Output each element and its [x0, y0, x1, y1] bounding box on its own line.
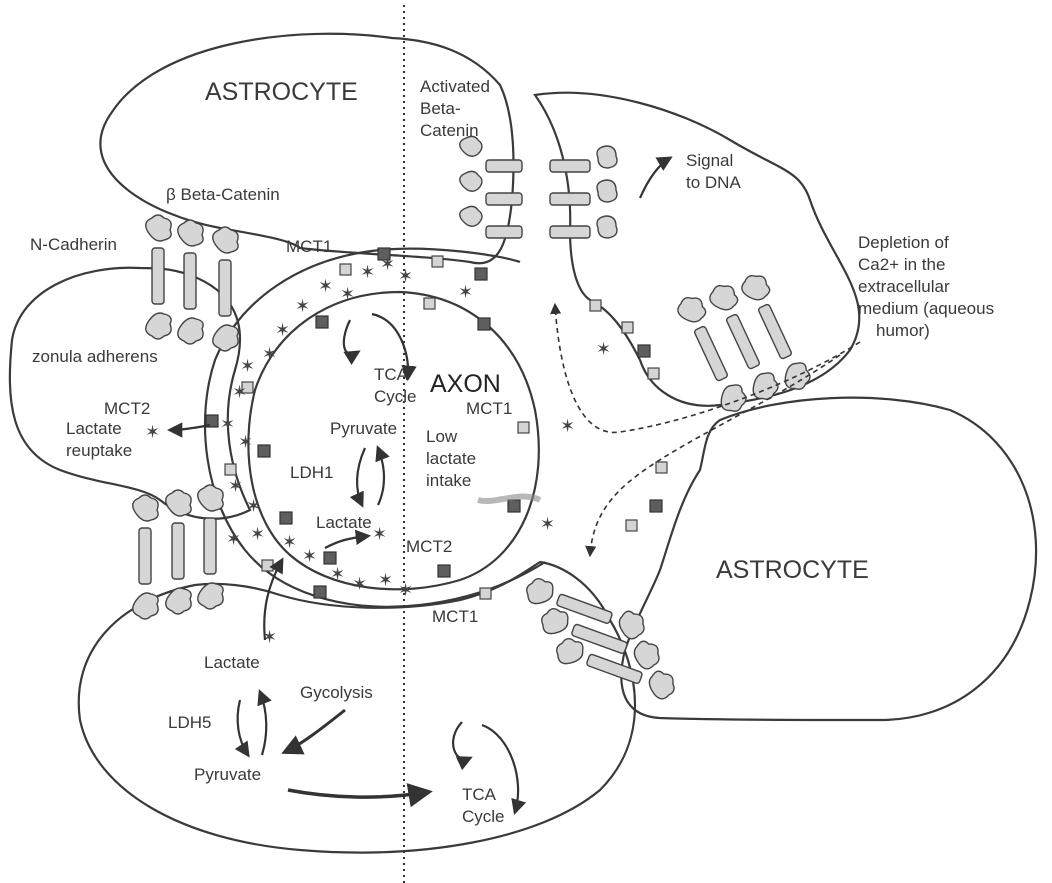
ldh1-label: LDH1	[290, 463, 333, 482]
zonula-adherens-label: zonula adherens	[32, 347, 158, 366]
svg-text:✶: ✶	[540, 514, 555, 535]
pyruvate-astro-label: Pyruvate	[194, 765, 261, 784]
svg-text:✶: ✶	[250, 524, 265, 545]
astrocyte-left-outline	[10, 268, 250, 519]
lactate-astro-label: Lactate	[204, 653, 260, 672]
svg-text:✶: ✶	[295, 296, 310, 317]
depletion-label-2: Ca2+ in the	[858, 255, 945, 274]
cadherin-complex-lower-right	[523, 576, 678, 702]
svg-text:✶: ✶	[220, 414, 235, 435]
svg-text:✶: ✶	[262, 344, 277, 365]
depletion-label-3: extracellular	[858, 277, 950, 296]
svg-text:✶: ✶	[380, 254, 395, 275]
svg-text:✶: ✶	[282, 532, 297, 553]
calcium-depletion-arrow-up	[555, 305, 860, 432]
mct1-right-label: MCT1	[466, 399, 512, 418]
signal-to-dna-arrow	[640, 158, 670, 198]
svg-text:✶: ✶	[238, 432, 253, 453]
mct2-bottom-label: MCT2	[406, 537, 452, 556]
low-lactate-label-3: intake	[426, 471, 471, 490]
low-lactate-label-2: lactate	[426, 449, 476, 468]
svg-text:✶: ✶	[398, 580, 413, 601]
mct2-left-label: MCT2	[104, 399, 150, 418]
glycolysis-label: Gycolysis	[300, 683, 373, 702]
svg-text:✶: ✶	[340, 284, 355, 305]
activated-label-3: Catenin	[420, 121, 479, 140]
mct1-top-label: MCT1	[286, 237, 332, 256]
lactate-to-pyruvate-arrow	[378, 448, 384, 505]
tca-cycle-axon-arrow	[344, 320, 358, 354]
svg-text:✶: ✶	[360, 262, 375, 283]
svg-text:✶: ✶	[302, 546, 317, 567]
activated-cadherin-complex-top	[460, 136, 617, 238]
svg-text:✶: ✶	[378, 570, 393, 591]
tca-axon-label-1: TCA	[374, 365, 409, 384]
svg-text:✶: ✶	[228, 476, 243, 497]
svg-text:✶: ✶	[458, 282, 473, 303]
svg-text:✶: ✶	[145, 422, 160, 443]
low-lactate-label-1: Low	[426, 427, 458, 446]
astrocyte-top-label: ASTROCYTE	[205, 78, 358, 106]
svg-text:✶: ✶	[232, 382, 247, 403]
svg-text:✶: ✶	[226, 529, 241, 550]
cadherin-complex-lower-left	[133, 485, 223, 619]
tca-astro-label-2: Cycle	[462, 807, 505, 826]
svg-text:✶: ✶	[275, 320, 290, 341]
svg-text:✶: ✶	[398, 266, 413, 287]
depletion-label-5: humor)	[876, 321, 930, 340]
mct2-uptake-arrow	[325, 536, 368, 548]
astrocyte-right-label: ASTROCYTE	[716, 556, 869, 584]
beta-catenin-label: β Beta-Catenin	[166, 185, 280, 204]
cadherin-complex-upper-left	[146, 215, 238, 351]
signal-label-2: to DNA	[686, 173, 741, 192]
mct1-bottom-label: MCT1	[432, 607, 478, 626]
glycolysis-arrow	[285, 710, 345, 752]
tca-astro-label-1: TCA	[462, 785, 497, 804]
tca-axon-label-2: Cycle	[374, 387, 417, 406]
lactate-reuptake-label-1: Lactate	[66, 419, 122, 438]
activated-label-2: Beta-	[420, 99, 461, 118]
svg-text:✶: ✶	[372, 524, 387, 545]
depletion-label-4: medium (aqueous	[858, 299, 994, 318]
lactate-to-pyruvate-astro-arrow	[238, 700, 248, 755]
svg-text:✶: ✶	[330, 564, 345, 585]
pyruvate-to-lactate-astro-arrow	[260, 692, 266, 755]
lactate-axon-label: Lactate	[316, 513, 372, 532]
lactate-reuptake-label-2: reuptake	[66, 441, 132, 460]
pyruvate-to-tca-arrow	[288, 790, 428, 797]
astrocyte-topright-outline	[535, 93, 859, 406]
n-cadherin-label: N-Cadherin	[30, 235, 117, 254]
svg-text:✶: ✶	[246, 496, 261, 517]
svg-text:✶: ✶	[318, 276, 333, 297]
svg-text:✶: ✶	[596, 339, 611, 360]
low-lactate-smudge	[478, 496, 540, 501]
svg-text:✶: ✶	[352, 574, 367, 595]
depletion-label-1: Depletion of	[858, 233, 949, 252]
signal-label-1: Signal	[686, 151, 733, 170]
activated-label-1: Activated	[420, 77, 490, 96]
tca-cycle-astro-arrow	[453, 722, 470, 759]
svg-text:✶: ✶	[240, 356, 255, 377]
axon-label: AXON	[430, 370, 501, 398]
svg-text:✶: ✶	[560, 416, 575, 437]
pyruvate-axon-label: Pyruvate	[330, 419, 397, 438]
pyruvate-to-lactate-arrow	[357, 448, 365, 505]
cadherin-complex-right-middle	[674, 271, 813, 416]
ldh5-label: LDH5	[168, 713, 211, 732]
